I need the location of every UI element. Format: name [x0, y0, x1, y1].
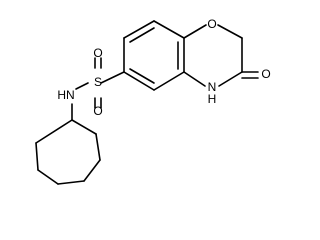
oxazinone-ring [183, 24, 259, 87]
structure-svg: O O N H S O O HN [35, 17, 271, 185]
bond [83, 159, 101, 182]
ring-oxygen-label: O [207, 17, 216, 31]
bond [35, 119, 73, 144]
bond [153, 71, 185, 91]
sulfonyl-oxygen-top-label: O [93, 46, 102, 60]
double-bond-inner [129, 68, 155, 84]
ring-nitrogen-label: N [208, 80, 217, 94]
bond [123, 20, 155, 39]
bond [218, 71, 243, 87]
bond [123, 71, 155, 91]
cycloheptane-ring [35, 119, 101, 185]
bond [75, 82, 89, 90]
ring-hydrogen-label: H [208, 92, 217, 106]
molecule-diagram: O O N H S O O HN [35, 17, 271, 185]
atom-labels: O O N H S O O HN [57, 17, 270, 118]
bond [95, 133, 101, 161]
bond [100, 71, 125, 84]
bond [57, 180, 85, 185]
bond [153, 20, 185, 39]
sulfonyl-oxygen-bottom-label: O [93, 104, 102, 118]
bond [37, 169, 59, 185]
carbonyl-oxygen-label: O [261, 67, 270, 81]
bond [183, 71, 206, 87]
bond [71, 119, 97, 135]
sulfonamide-group [71, 57, 125, 121]
sulfonamide-nh-label: HN [57, 88, 74, 102]
bond [183, 24, 207, 39]
bond [217, 24, 243, 39]
benzene-ring [123, 20, 185, 91]
sulfur-label: S [94, 75, 102, 89]
bond [35, 142, 39, 171]
double-bond-inner [129, 27, 155, 43]
